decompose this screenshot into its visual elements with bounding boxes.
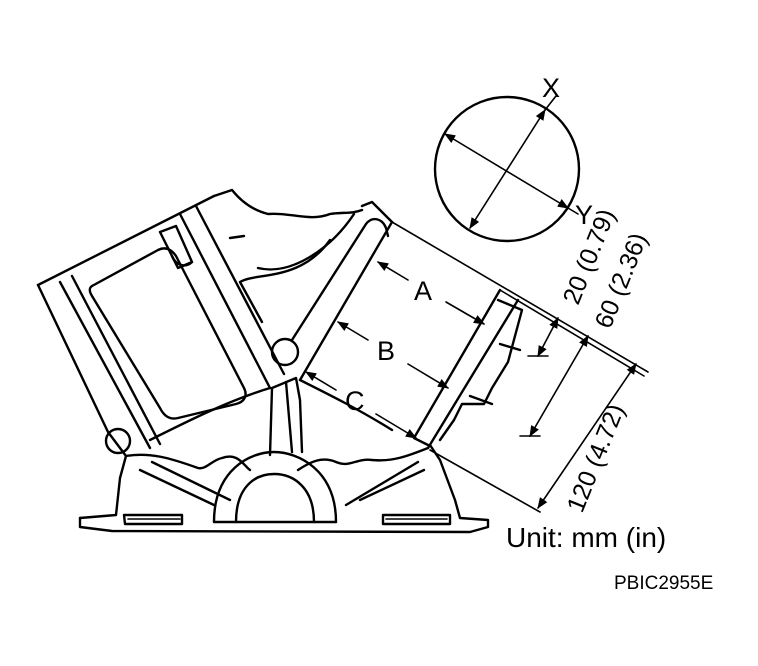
engine-block-outline [36,188,649,534]
dimension-arrows [519,317,637,509]
position-b-label: B [377,336,395,366]
axis-y-label: Y [575,200,593,230]
unit-label: Unit: mm (in) [506,522,666,553]
bore-cross-section [433,95,581,243]
axis-x-label: X [542,73,560,103]
measurement-positions [305,261,485,439]
figure-code: PBIC2955E [614,573,713,594]
position-c-label: C [345,386,365,416]
position-a-label: A [414,276,432,306]
